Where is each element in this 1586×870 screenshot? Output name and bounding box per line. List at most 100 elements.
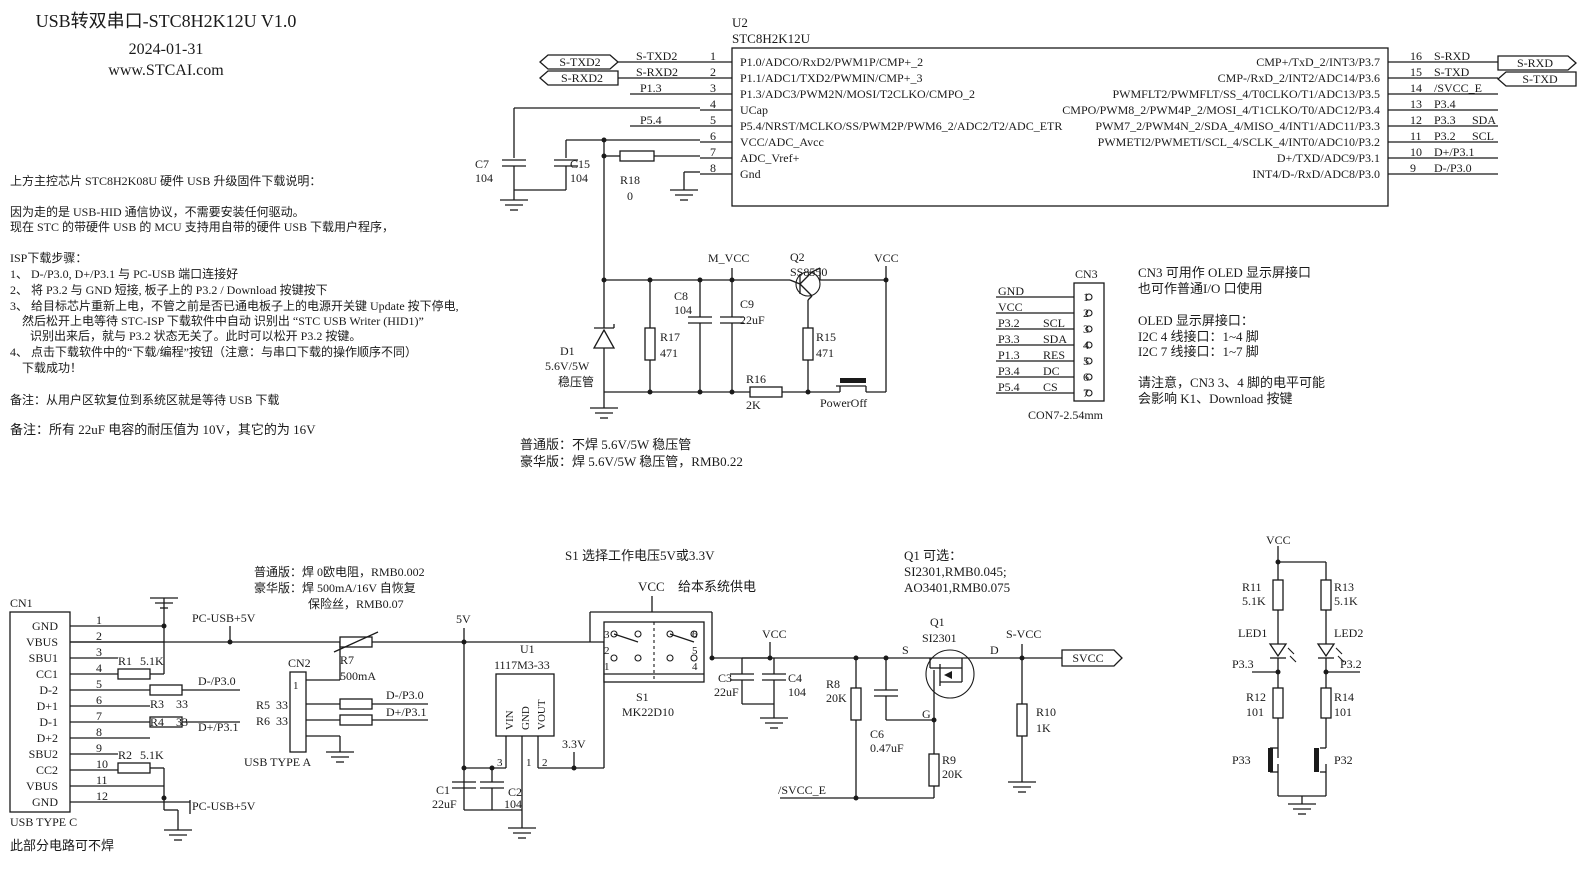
p32-net: P3.2 [1340, 657, 1362, 671]
r3-ref: R3 [150, 697, 164, 711]
p33-net: P3.3 [1232, 657, 1254, 671]
zener-note2: 豪华版：焊 5.6V/5W 稳压管，RMB0.22 [520, 454, 743, 469]
port-s-rxd2: S-RXD2 [539, 70, 700, 86]
remark2: 备注：所有 22uF 电容的耐压值为 10V，其它的为 16V [10, 422, 316, 437]
s-vcc-label: S-VCC [1006, 627, 1041, 641]
cn3-note3: OLED 显示屏接口： [1138, 313, 1254, 328]
mcu-right-pin-net: P3.2 [1434, 129, 1456, 143]
mcu-right-pin-name: PWMETI2/PWMETI/SCL_4/SCLK_4/INT0/ADC10/P… [1098, 135, 1380, 149]
cn3-note1: CN3 可用作 OLED 显示屏接口 [1138, 265, 1311, 280]
cn3-pin-hole [1085, 389, 1093, 397]
q1-note3: AO3401,RMB0.075 [904, 580, 1010, 595]
schematic-date: 2024-01-31 [129, 41, 204, 58]
cn3-pin-hole [1085, 341, 1093, 349]
mcu-left-pin-net: P1.3 [640, 81, 662, 95]
fuse-note3: 保险丝，RMB0.07 [308, 596, 404, 611]
led-key-labels: VCC R11 5.1K R13 5.1K LED1 LED2 P3.3 P3.… [1232, 533, 1363, 767]
cn1-pin-name: CC2 [36, 763, 58, 777]
u1-pin-vout: VOUT [536, 699, 548, 730]
s1-vcc: VCC [638, 579, 665, 594]
r18-ref: R18 [620, 173, 640, 187]
u1-pin1: 1 [526, 757, 532, 769]
mcu-right-pin-num: 11 [1410, 129, 1422, 143]
mcu-left-pin-num: 5 [710, 113, 716, 127]
u1-pin-vin: VIN [504, 710, 516, 730]
c6-val: 0.47uF [870, 741, 904, 755]
port-label-s-txd: S-TXD [1522, 72, 1558, 86]
cn1-pin-name: GND [32, 619, 58, 633]
cn1-pin-name: VBUS [26, 635, 58, 649]
d1-ref: D1 [560, 344, 575, 358]
mcu-power-labels: C7 104 C15 104 R18 0 [475, 157, 640, 203]
mcu-right-pin-name: PWMFLT2/PWMFLT/SS_4/T0CLKO/T1/ADC13/P3.5 [1113, 87, 1381, 101]
r3-val: 33 [176, 697, 188, 711]
cn2-body [289, 671, 307, 753]
cn1-ref: CN1 [10, 596, 33, 610]
c15-val: 104 [570, 171, 588, 185]
cn1-pin-num: 6 [96, 693, 102, 707]
s1-pin5: 5 [692, 645, 698, 657]
mcu-left-pin-num: 6 [710, 129, 716, 143]
cn3-pin-hole [1085, 325, 1093, 333]
c4-val: 104 [788, 685, 806, 699]
c3-val: 22uF [714, 685, 739, 699]
output-section: SVCC [730, 642, 1123, 801]
mcu-right-pin-num: 13 [1410, 97, 1422, 111]
s1-pin3: 3 [604, 629, 610, 641]
cn3-pin-func: RES [1043, 348, 1065, 362]
poweroff-label: PowerOff [820, 396, 867, 410]
dplus-label-c: D+/P3.1 [198, 720, 238, 734]
r5-val: 33 [276, 698, 288, 712]
c8-val: 104 [674, 303, 692, 317]
mcu-right-pin-name: CMP-/RxD_2/INT2/ADC14/P3.6 [1218, 71, 1380, 85]
r18-val: 0 [627, 189, 633, 203]
fuse-r7: 普通版：焊 0欧电阻，RMB0.002 豪华版：焊 500mA/16V 自恢复 … [254, 564, 604, 683]
mcu-left-pin-num: 3 [710, 81, 716, 95]
mcu-right-pin-net: /SVCC_E [1434, 81, 1482, 95]
mcu-right-pin-net: D+/P3.1 [1434, 145, 1474, 159]
cn3-pin-hole [1085, 309, 1093, 317]
mcu-body [731, 47, 1389, 207]
title-block: USB转双串口-STC8H2K12U V1.0 2024-01-31 www.S… [36, 11, 297, 79]
cn3-pin-net: P1.3 [998, 348, 1020, 362]
r2-val: 5.1K [140, 748, 164, 762]
fuse-note1: 普通版：焊 0欧电阻，RMB0.002 [254, 564, 425, 579]
website-label: www.STCAI.com [108, 62, 224, 79]
cn3-pin-net: P5.4 [998, 380, 1020, 394]
port-label-s-rxd2: S-RXD2 [561, 71, 603, 85]
schematic-title: USB转双串口-STC8H2K12U V1.0 [36, 11, 297, 31]
cn1-pin-name: D+2 [37, 731, 58, 745]
cn1-pin-num: 11 [96, 773, 108, 787]
r10-val: 1K [1036, 721, 1051, 735]
mcu-left-pin-name: P1.1/ADC1/TXD2/PWMIN/CMP+_3 [740, 71, 922, 85]
vcc-label-led: VCC [1266, 533, 1291, 547]
mcu-right-pin-net: P3.4 [1434, 97, 1456, 111]
port-shape-s-txd [1497, 71, 1577, 87]
c8-ref: C8 [674, 289, 688, 303]
r16-ref: R16 [746, 372, 766, 386]
c9-ref: C9 [740, 297, 754, 311]
r13-ref: R13 [1334, 580, 1354, 594]
cn3-ref: CN3 [1075, 267, 1098, 281]
r6-ref: R6 [256, 714, 270, 728]
cn1-pin-num: 12 [96, 789, 108, 803]
q1-part: SI2301 [922, 631, 957, 645]
cn2-ref: CN2 [288, 656, 311, 670]
c1-val: 22uF [432, 797, 457, 811]
output-labels: VCC C3 22uF C4 104 R8 20K C6 0.47uF R9 2… [714, 548, 1056, 797]
q1-ref: Q1 [930, 615, 945, 629]
s1-pin4: 4 [692, 661, 698, 673]
isp-step2: 2、 将 P3.2 与 GND 短接, 板子上的 P3.2 / Download… [10, 282, 328, 297]
remark1: 备注：从用户区软复位到系统区就是等待 USB 下载 [10, 392, 279, 407]
isp-step3a: 3、 给目标芯片重新上电，不管之前是否已通电板子上的电源开关键 Update 按… [10, 298, 459, 313]
cn1-pin-num: 9 [96, 741, 102, 755]
cn3-pin-func: DC [1043, 364, 1060, 378]
cn3-pin-func: CS [1043, 380, 1058, 394]
s1-pin1: 1 [604, 661, 610, 673]
zener-note1: 普通版：不焊 5.6V/5W 稳压管 [520, 437, 691, 452]
c3-ref: C3 [718, 671, 732, 685]
port-label-s-txd2: S-TXD2 [559, 55, 600, 69]
cn3-pin-net: P3.4 [998, 364, 1020, 378]
